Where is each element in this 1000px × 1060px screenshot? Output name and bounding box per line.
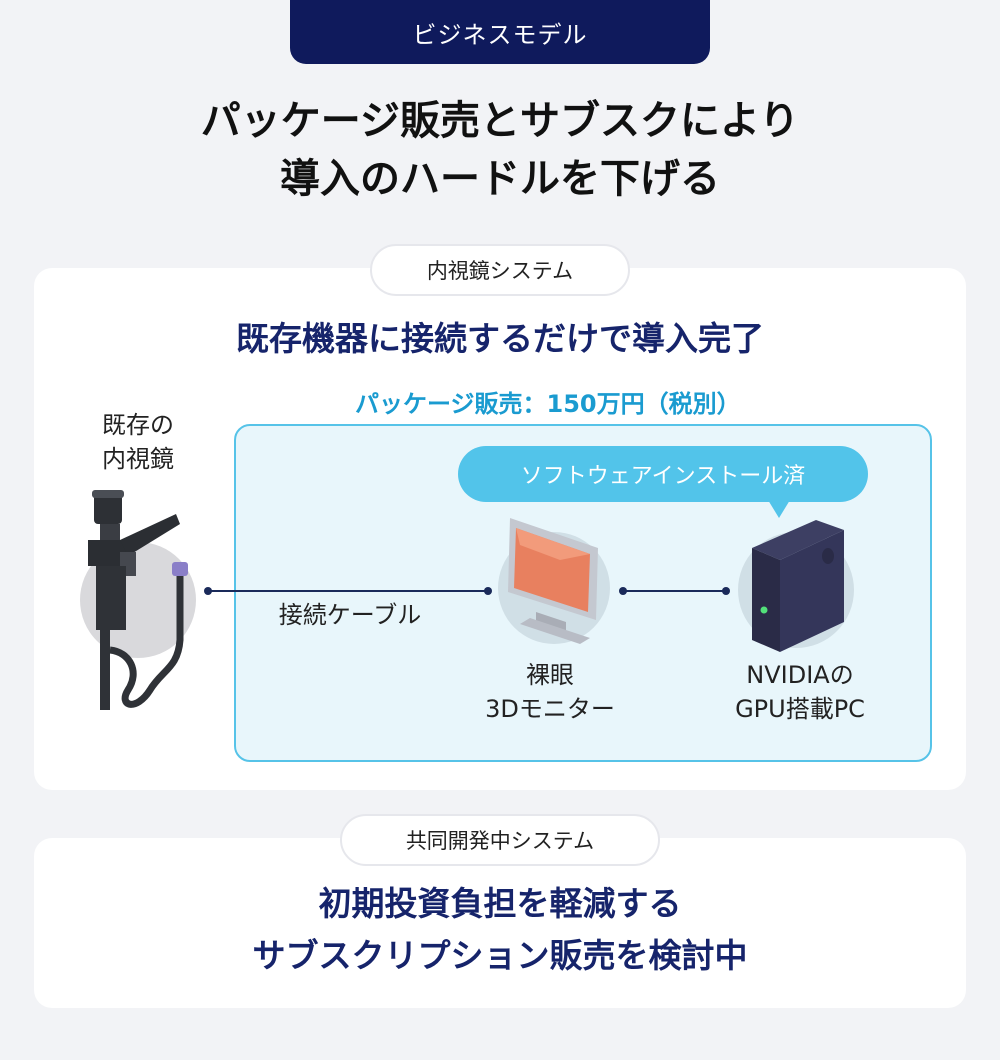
joint-development-title-line-1: 初期投資負担を軽減する bbox=[318, 884, 682, 923]
software-installed-label: ソフトウェアインストール済 bbox=[520, 464, 806, 489]
headline-line-1: パッケージ販売とサブスクにより bbox=[200, 98, 800, 144]
pc-label-line-1: NVIDIAの bbox=[746, 661, 854, 689]
joint-development-pill: 共同開発中システム bbox=[340, 814, 660, 866]
pc-label-line-2: GPU搭載PC bbox=[735, 695, 865, 723]
monitor-label: 裸眼 3Dモニター bbox=[460, 658, 640, 726]
endoscope-system-title: 既存機器に接続するだけで導入完了 bbox=[236, 319, 764, 358]
monitor-icon bbox=[508, 518, 598, 644]
joint-development-pill-label: 共同開発中システム bbox=[405, 829, 595, 853]
bubble-tail bbox=[768, 500, 790, 518]
cable-label: 接続ケーブル bbox=[278, 601, 422, 629]
package-price-label: パッケージ販売：150万円（税別） bbox=[355, 390, 741, 418]
endoscope-system-pill-label: 内視鏡システム bbox=[426, 259, 574, 283]
pc-label: NVIDIAの GPU搭載PC bbox=[700, 658, 900, 726]
business-model-tab-label: ビジネスモデル bbox=[412, 20, 588, 49]
pc-icon bbox=[752, 520, 844, 652]
joint-development-card bbox=[34, 838, 966, 1008]
endoscope-label-line-2: 内視鏡 bbox=[102, 445, 174, 473]
connection-lines bbox=[204, 587, 730, 595]
endoscope-system-pill: 内視鏡システム bbox=[370, 244, 630, 296]
page-headline: パッケージ販売とサブスクにより 導入のハードルを下げる bbox=[0, 92, 1000, 208]
headline-line-2: 導入のハードルを下げる bbox=[280, 156, 720, 202]
endoscope-icon bbox=[88, 490, 188, 710]
business-model-tab: ビジネスモデル bbox=[290, 0, 710, 64]
joint-development-title: 初期投資負担を軽減する サブスクリプション販売を検討中 bbox=[0, 878, 1000, 982]
endoscope-label-line-1: 既存の bbox=[102, 411, 174, 439]
software-installed-bubble: ソフトウェアインストール済 bbox=[458, 446, 868, 502]
joint-development-title-line-2: サブスクリプション販売を検討中 bbox=[252, 936, 748, 975]
monitor-label-line-2: 3Dモニター bbox=[485, 695, 615, 723]
monitor-label-line-1: 裸眼 bbox=[526, 661, 574, 689]
endoscope-label: 既存の 内視鏡 bbox=[78, 408, 198, 476]
